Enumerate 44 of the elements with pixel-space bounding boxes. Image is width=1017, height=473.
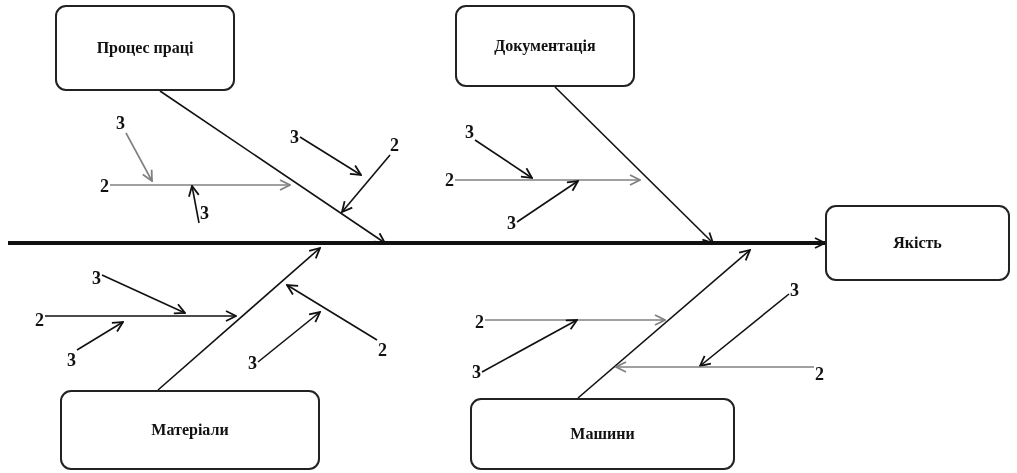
arrow	[159, 90, 386, 244]
category-box: Матеріали	[60, 390, 320, 470]
category-box: Документація	[455, 5, 635, 87]
cause-number: 2	[377, 340, 388, 360]
arrow	[109, 179, 291, 191]
arrow	[76, 321, 124, 351]
spine-arrow	[8, 237, 826, 249]
arrow	[516, 180, 579, 223]
arrow	[474, 139, 533, 179]
cause-number: 3	[289, 127, 300, 147]
arrow	[577, 249, 751, 399]
cause-number: 2	[474, 312, 485, 332]
category-box: Якість	[825, 205, 1010, 281]
arrow	[286, 284, 378, 341]
arrow	[341, 154, 391, 213]
cause-number: 2	[99, 176, 110, 196]
cause-number: 3	[91, 268, 102, 288]
cause-number: 2	[389, 135, 400, 155]
arrow	[699, 293, 790, 367]
cause-number: 3	[115, 113, 126, 133]
arrow	[125, 132, 153, 182]
cause-number: 2	[444, 170, 455, 190]
cause-number: 3	[66, 350, 77, 370]
arrow	[257, 311, 321, 363]
arrow	[299, 136, 362, 176]
cause-number: 2	[814, 364, 825, 384]
cause-number: 2	[34, 310, 45, 330]
cause-number: 3	[199, 203, 210, 223]
arrow	[484, 314, 666, 326]
arrow	[554, 86, 714, 244]
arrow	[454, 174, 641, 186]
category-box: Процес праці	[55, 5, 235, 91]
arrow	[615, 361, 815, 373]
cause-number: 3	[464, 122, 475, 142]
arrow	[481, 319, 578, 373]
cause-number: 3	[471, 362, 482, 382]
cause-number: 3	[506, 213, 517, 233]
arrow	[44, 310, 237, 322]
arrow	[157, 247, 321, 391]
cause-number: 3	[789, 280, 800, 300]
arrow	[188, 185, 200, 224]
arrow	[101, 274, 186, 315]
cause-number: 3	[247, 353, 258, 373]
category-box: Машини	[470, 398, 735, 470]
